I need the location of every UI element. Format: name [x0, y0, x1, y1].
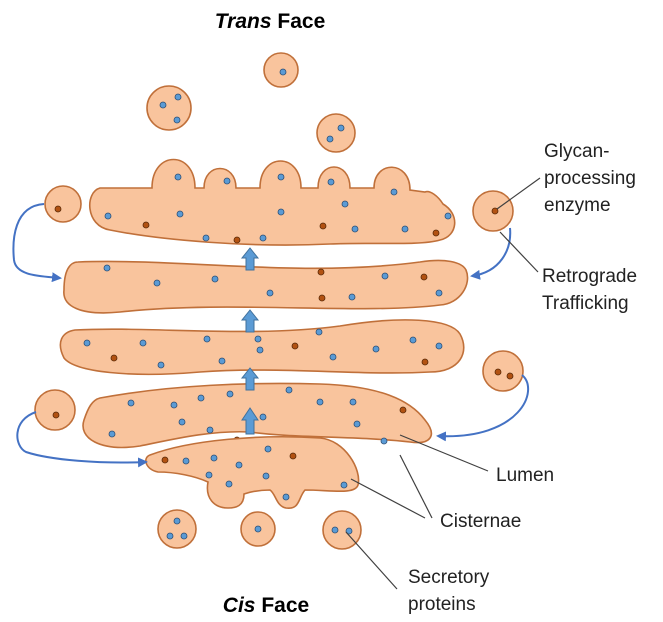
trans-face-title: Trans Face: [215, 10, 326, 33]
trans-vesicles: [147, 53, 355, 152]
secretory-proteins-label: Secretory proteins: [408, 567, 495, 615]
cisternae-label: Cisternae: [440, 511, 521, 532]
lumen-label: Lumen: [496, 465, 554, 486]
cis-face-title: Cis Face: [223, 594, 309, 617]
cisterna-2: [64, 260, 468, 312]
cisterna-3: [60, 320, 463, 374]
retrograde-label: Retrograde Trafficking: [542, 266, 642, 314]
cisterna-trans: [90, 160, 455, 246]
glycan-label: Glycan- processing enzyme: [544, 141, 641, 216]
cisterna-cis: [146, 437, 359, 508]
cis-vesicles: [158, 510, 361, 549]
